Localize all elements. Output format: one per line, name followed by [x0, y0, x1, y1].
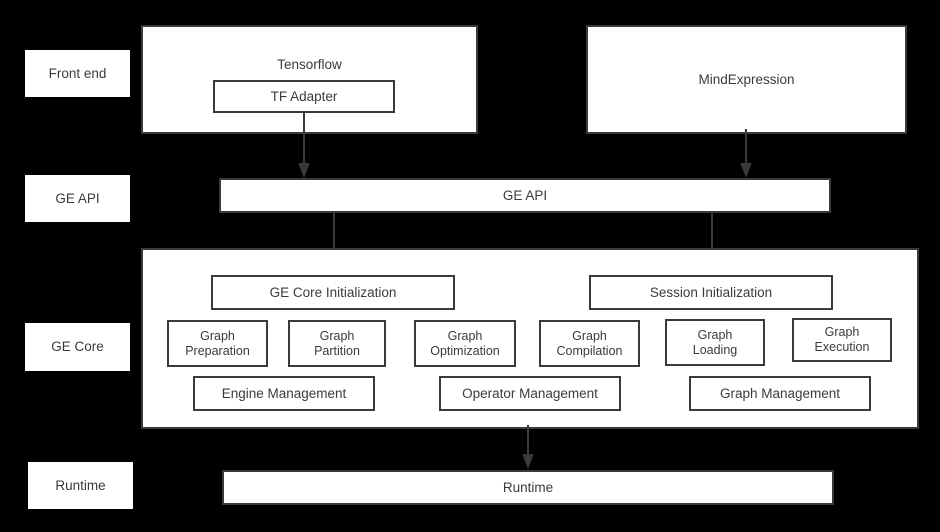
- ge-core-initialization-box[interactable]: GE Core Initialization: [211, 275, 455, 310]
- management-operator[interactable]: Operator Management: [439, 376, 621, 411]
- module-graph-partition[interactable]: Graph Partition: [288, 320, 386, 367]
- module-graph-optimization[interactable]: Graph Optimization: [414, 320, 516, 367]
- layer-label-front-end: Front end: [25, 50, 130, 97]
- ge-api-bar[interactable]: GE API: [219, 178, 831, 213]
- mindexpression-container[interactable]: MindExpression: [586, 25, 907, 134]
- module-graph-compilation[interactable]: Graph Compilation: [539, 320, 640, 367]
- layer-label-runtime: Runtime: [28, 462, 133, 509]
- module-graph-execution[interactable]: Graph Execution: [792, 318, 892, 362]
- tensorflow-container[interactable]: Tensorflow: [141, 25, 478, 134]
- tensorflow-label: Tensorflow: [277, 57, 342, 72]
- arrow-mindexpression-to-ge-api: [737, 129, 755, 180]
- module-graph-loading[interactable]: Graph Loading: [665, 319, 765, 366]
- runtime-bar[interactable]: Runtime: [222, 470, 834, 505]
- module-graph-preparation[interactable]: Graph Preparation: [167, 320, 268, 367]
- management-graph[interactable]: Graph Management: [689, 376, 871, 411]
- arrow-tf-adapter-to-ge-api: [295, 112, 313, 180]
- layer-label-ge-core: GE Core: [25, 323, 130, 371]
- mindexpression-label: MindExpression: [698, 72, 795, 87]
- session-initialization-box[interactable]: Session Initialization: [589, 275, 833, 310]
- arrow-ge-core-to-runtime: [519, 425, 537, 471]
- tf-adapter-box[interactable]: TF Adapter: [213, 80, 395, 113]
- management-engine[interactable]: Engine Management: [193, 376, 375, 411]
- layer-label-ge-api: GE API: [25, 175, 130, 222]
